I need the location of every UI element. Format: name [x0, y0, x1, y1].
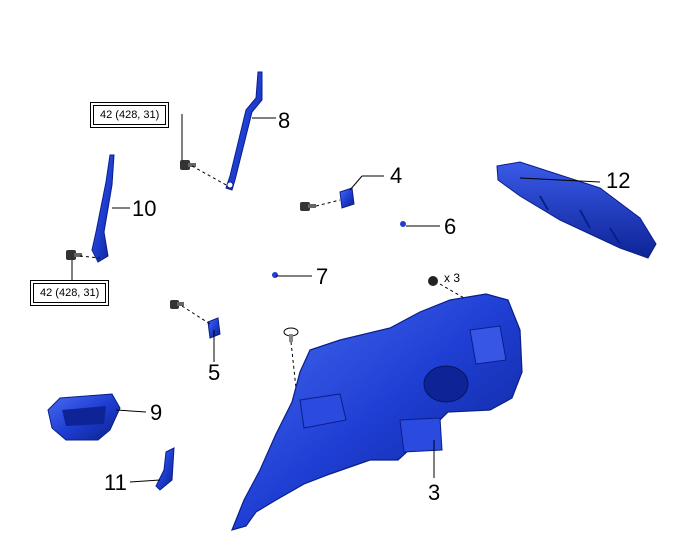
part-11-bracket: [155, 447, 175, 491]
part-8-belt-strip: [225, 71, 263, 191]
screw-x3: [428, 276, 438, 286]
quantity-note: x 3: [444, 271, 461, 285]
torque-spec-upper-text: 42 (428, 31): [93, 105, 167, 125]
bolt-part4: [300, 202, 316, 211]
callout-12: 12: [606, 168, 631, 193]
callout-8: 8: [278, 108, 291, 133]
torque-spec-lower-text: 42 (428, 31): [33, 283, 107, 303]
part-7-clip: [272, 272, 278, 278]
callout-11: 11: [104, 470, 127, 495]
callout-3: 3: [428, 480, 441, 505]
part-5-bracket: [207, 317, 221, 339]
part-3-quarter-trim: [230, 293, 523, 531]
torque-spec-upper: 42 (428, 31): [90, 102, 170, 128]
part-9-tray: [47, 393, 121, 441]
bolt-left: [66, 250, 82, 260]
callout-10: 10: [132, 196, 157, 221]
part-12-trim: [496, 161, 657, 259]
part-6-clip: [400, 221, 406, 227]
callout-5: 5: [208, 360, 221, 385]
torque-spec-lower: 42 (428, 31): [30, 280, 110, 306]
leader-lines: [71, 114, 601, 483]
part-10-belt-strip: [91, 154, 115, 263]
callout-9: 9: [150, 400, 163, 425]
clip: [283, 327, 299, 342]
callout-4: 4: [390, 163, 403, 188]
bolt-part5: [170, 300, 184, 309]
part-4-bracket: [339, 187, 355, 209]
bolt-upper: [180, 160, 196, 170]
callout-6: 6: [444, 214, 457, 239]
callout-7: 7: [316, 264, 329, 289]
